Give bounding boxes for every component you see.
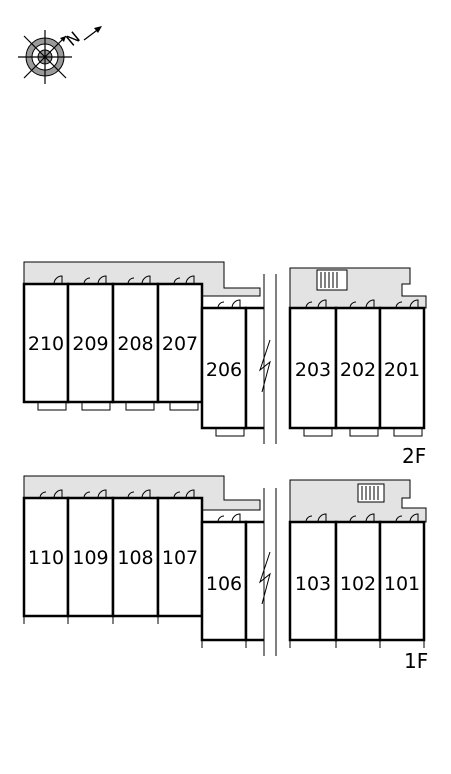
compass-north-icon: N — [18, 26, 102, 84]
unit-107 — [156, 496, 204, 618]
unit-210 — [22, 282, 70, 404]
unit-110 — [22, 496, 70, 618]
unit-106 — [200, 520, 248, 642]
unit-number-label: 210 — [28, 333, 64, 355]
ground-ticks-1f — [23, 616, 425, 648]
unit-number-label: 101 — [384, 573, 420, 595]
unit-number-label: 209 — [72, 333, 108, 355]
stairs-icon — [357, 483, 385, 503]
floor-label: 1F — [404, 649, 428, 673]
unit-number-label: 108 — [117, 547, 153, 569]
unit-number-label: 107 — [162, 547, 198, 569]
unit-208 — [111, 282, 160, 404]
unit-201 — [378, 306, 426, 430]
floor-2f-plan: 210 209 208 207 206 203 202 201 2F — [22, 261, 427, 468]
break-line — [258, 488, 277, 656]
unit-spare — [244, 520, 268, 642]
unit-number-label: 207 — [162, 333, 198, 355]
unit-109 — [66, 496, 115, 618]
break-line — [258, 274, 277, 444]
compass-label: N — [62, 28, 83, 50]
unit-number-label: 109 — [72, 547, 108, 569]
unit-number-label: 206 — [206, 359, 242, 381]
unit-101 — [378, 520, 426, 642]
unit-202 — [334, 306, 382, 430]
unit-number-label: 106 — [206, 573, 242, 595]
unit-number-label: 208 — [117, 333, 153, 355]
unit-number-label: 103 — [295, 573, 331, 595]
door-swings-1f — [39, 489, 419, 523]
unit-number-label: 110 — [28, 547, 64, 569]
floor-1f-plan: 110 109 108 107 106 103 102 101 1F — [22, 475, 428, 673]
stairs-icon — [316, 269, 348, 291]
floor-label: 2F — [402, 444, 426, 468]
balconies-2f — [37, 401, 423, 437]
unit-203 — [288, 306, 338, 430]
door-swings-2f — [53, 275, 419, 309]
unit-209 — [66, 282, 115, 404]
unit-number-label: 203 — [295, 359, 331, 381]
unit-number-label: 202 — [340, 359, 376, 381]
unit-103 — [288, 520, 338, 642]
unit-number-label: 201 — [384, 359, 420, 381]
unit-number-label: 102 — [340, 573, 376, 595]
